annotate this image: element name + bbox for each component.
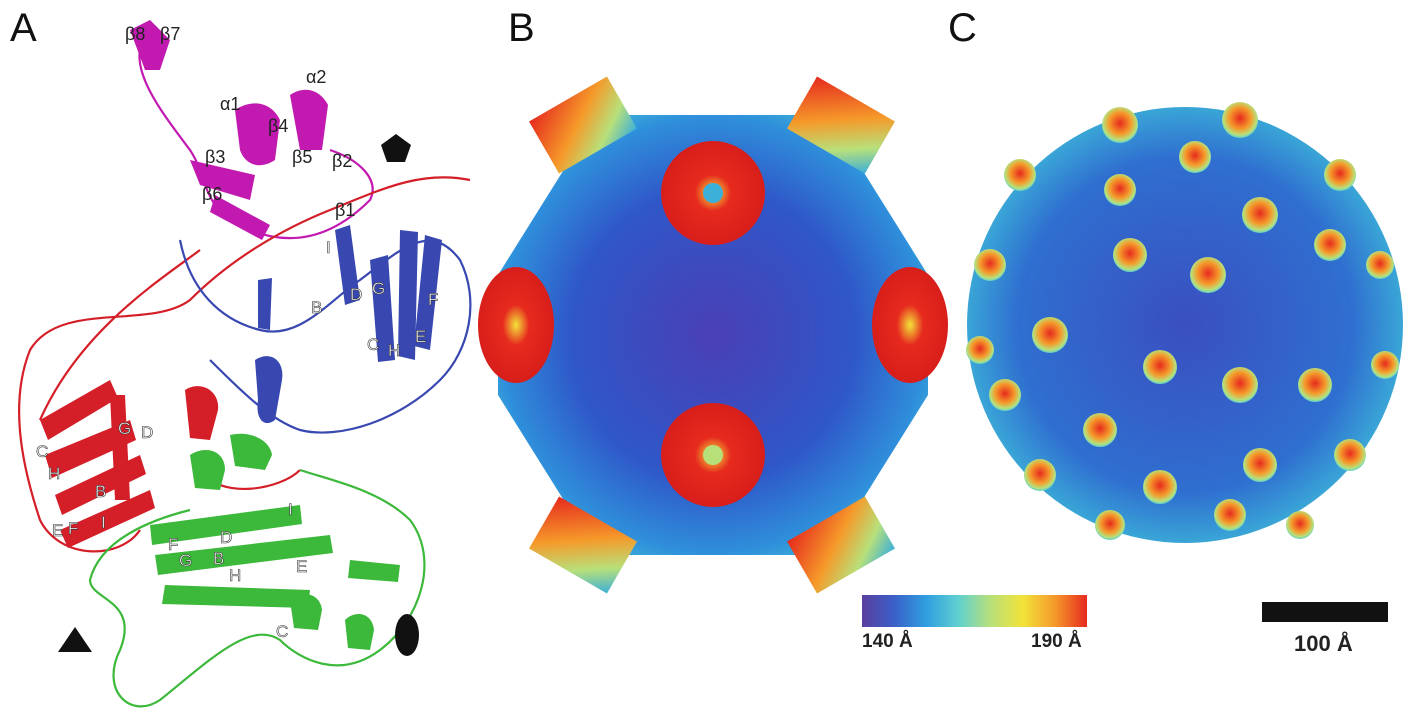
label-magenta: β3 [205,147,225,167]
capsid-surface-b [478,76,948,594]
label-magenta: α1 [220,94,240,114]
label-magenta: β1 [335,200,355,220]
label-magenta: β2 [332,151,352,171]
label-red: B [95,482,106,501]
green-strands [150,433,400,650]
label-green: C [276,622,288,641]
magenta-strands [130,20,328,240]
colorbar [862,595,1087,627]
label-blue: E [415,327,426,346]
scale-bar-label: 100 Å [1294,631,1353,656]
scale-bar [1262,602,1388,622]
label-magenta: β8 [125,24,145,44]
label-red: F [68,519,78,538]
colorbar-max-label: 190 Å [1031,631,1082,652]
ribbon-structure-panel: β8 β7 α2 α1 β4 β3 β5 β2 β6 β1 I G F B D … [18,20,472,708]
blue-loop [178,239,472,434]
label-blue: F [428,290,438,309]
label-red: I [101,513,106,532]
label-red: H [48,464,60,483]
label-red: D [141,423,153,442]
label-magenta: β7 [160,24,180,44]
red-strands [40,380,219,548]
label-blue: H [388,341,400,360]
label-magenta: β6 [202,184,222,204]
label-green: B [213,549,224,568]
triangle-symbol [58,627,92,652]
label-green: E [296,557,307,576]
colorbar-min-label: 140 Å [862,631,913,652]
label-blue: D [350,285,362,304]
pentagon-symbol [381,134,411,162]
label-green: H [229,566,241,585]
label-red: E [52,521,63,540]
label-green: I [288,500,293,519]
label-green: D [220,528,232,547]
panel-letter-b: B [508,6,535,50]
label-green: G [179,551,192,570]
ellipse-symbol [395,614,419,656]
label-red: G [118,419,131,438]
label-magenta: α2 [306,67,326,87]
label-magenta: β5 [292,147,312,167]
label-green: F [168,535,178,554]
label-red: C [36,442,48,461]
label-blue: B [311,298,322,317]
capsid-surface-c [966,102,1403,543]
label-blue: I [326,238,331,257]
label-blue: G [372,279,385,298]
blue-strands [255,225,442,424]
panel-letter-a: A [10,6,37,50]
label-blue: C [367,335,379,354]
green-loop [88,468,426,708]
label-magenta: β4 [268,116,288,136]
panel-letter-c: C [948,6,977,50]
